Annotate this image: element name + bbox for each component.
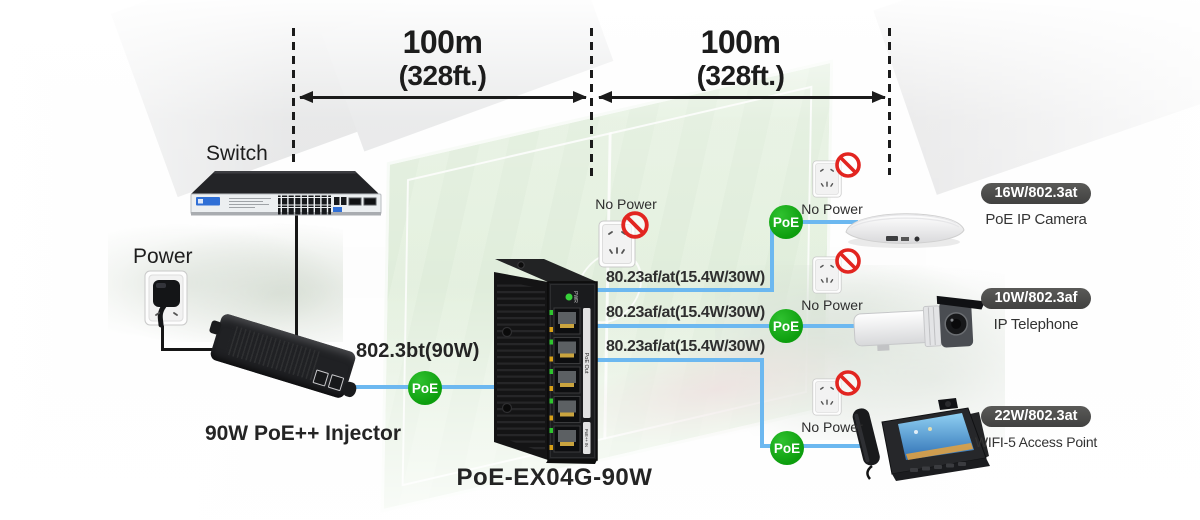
- port-link-label-3: 80.23af/at(15.4W/30W): [606, 338, 765, 355]
- extender-label: PoE-EX04G-90W: [456, 464, 653, 491]
- distance-feet: (328ft.): [398, 60, 487, 91]
- ip-camera-device: [845, 213, 965, 248]
- distance-arrow-left: [299, 91, 587, 103]
- extender-pwr-marking: PWR: [572, 291, 578, 303]
- no-power-group-ap: No Power: [790, 369, 874, 435]
- ip-phone-device: [852, 398, 990, 481]
- cable-port2-to-telephone: [595, 324, 876, 328]
- distance-value: 100m: [402, 24, 483, 60]
- port-link-label-2: 80.23af/at(15.4W/30W): [606, 304, 765, 321]
- no-power-group-telephone: No Power: [790, 247, 874, 313]
- power-cord-vertical: [161, 322, 164, 351]
- cable-port3-to-ap: [760, 444, 872, 448]
- injector-label: 90W PoE++ Injector: [204, 422, 402, 445]
- power-outlet-with-plug-icon: [144, 270, 188, 328]
- cable-port1-vertical: [770, 220, 774, 292]
- injector-rj45-ports: [312, 369, 345, 392]
- cable-port1-horizontal: [595, 288, 774, 292]
- device-info-ap: 22W/802.3at WIFI-5 Access Point: [955, 406, 1117, 450]
- switch-device: [190, 171, 382, 216]
- no-power-label: No Power: [595, 196, 657, 212]
- cable-port3-horizontal: [595, 358, 764, 362]
- no-power-group-camera: No Power: [790, 151, 874, 217]
- wall-outlet-icon: [812, 378, 842, 416]
- cable-port1-to-camera: [770, 220, 858, 224]
- no-power-label: No Power: [801, 201, 863, 217]
- bullet-camera-device: [853, 295, 986, 352]
- poe-extender-device: PWR PoE Out PoE++ IN: [494, 259, 598, 464]
- extender-poe-in-marking: PoE++ IN: [584, 429, 589, 447]
- distance-value: 100m: [700, 24, 781, 60]
- power-badge: 22W/802.3at: [981, 406, 1091, 427]
- device-info-camera: 16W/802.3at PoE IP Camera: [958, 183, 1114, 228]
- prohibition-icon: [835, 370, 861, 396]
- power-badge: 16W/802.3at: [981, 183, 1091, 204]
- no-power-label: No Power: [801, 297, 863, 313]
- port-link-label-1: 80.23af/at(15.4W/30W): [606, 269, 765, 286]
- dashed-guide-middle: [590, 28, 593, 178]
- prohibition-icon: [835, 248, 861, 274]
- rj45-port: [327, 374, 345, 392]
- poe-marker-injector: PoE: [408, 371, 442, 405]
- distance-label-left: 100m (328ft.): [340, 26, 545, 92]
- extender-poe-out-marking: PoE Out: [583, 353, 589, 374]
- dashed-guide-right: [888, 28, 891, 175]
- cable-port3-vertical: [760, 358, 764, 448]
- extender-rj45-ports: [549, 307, 581, 453]
- poe-marker-camera: PoE: [769, 205, 803, 239]
- poe-marker-telephone: PoE: [769, 309, 803, 343]
- device-name: PoE IP Camera: [985, 211, 1087, 228]
- distance-arrow-right: [598, 91, 886, 103]
- distance-label-right: 100m (328ft.): [638, 26, 843, 92]
- dashed-guide-left: [292, 28, 295, 168]
- cable-switch-to-injector: [295, 213, 298, 339]
- distance-feet: (328ft.): [696, 60, 785, 91]
- power-label: Power: [133, 245, 193, 268]
- device-info-telephone: 10W/802.3af IP Telephone: [958, 288, 1114, 333]
- wall-outlet-icon: [812, 160, 842, 198]
- injector-link-label: 802.3bt(90W): [356, 340, 480, 362]
- prohibition-icon: [835, 152, 861, 178]
- injector-ear: [208, 319, 223, 336]
- device-name: IP Telephone: [993, 316, 1079, 333]
- no-power-group-extender: No Power: [578, 196, 674, 276]
- no-power-label: No Power: [801, 419, 863, 435]
- poe-marker-ap: PoE: [770, 431, 804, 465]
- prohibition-icon: [621, 211, 649, 239]
- rj45-port: [312, 369, 329, 387]
- device-name: WIFI-5 Access Point: [974, 434, 1098, 450]
- switch-label: Switch: [206, 142, 268, 165]
- power-badge: 10W/802.3af: [981, 288, 1091, 309]
- power-cord-horizontal: [161, 348, 219, 351]
- wall-outlet-icon: [812, 256, 842, 294]
